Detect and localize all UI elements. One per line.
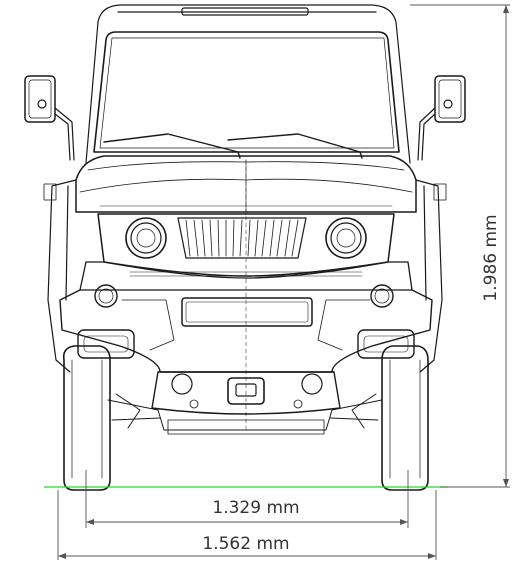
dimension-lines [57,4,510,560]
dimension-arrows [58,5,509,559]
left-wheel [62,345,111,491]
right-wheel [381,345,429,491]
upper-bumper [79,261,413,291]
cab-outline [85,4,411,164]
right-headlight [325,217,367,259]
left-fog-light [94,284,118,308]
vehicle-front-view [24,4,466,491]
right-fog-light [370,284,394,308]
left-indicator [77,329,135,359]
right-mirror [417,75,466,161]
skid-plate [151,371,341,415]
wipers [103,133,363,159]
track-width-label: 1.329 mm [212,498,299,518]
overall-width-label: 1.562 mm [202,534,289,554]
right-indicator [357,329,415,359]
height-dimension-label: 1.986 mm [481,214,501,301]
windshield [93,31,400,153]
right-body-side [415,179,443,373]
left-headlight [125,217,167,259]
roof-light-bar [181,7,309,16]
left-mirror [24,75,75,161]
grille-bars [185,219,299,257]
left-body-side [47,179,77,373]
license-plate [181,297,313,327]
